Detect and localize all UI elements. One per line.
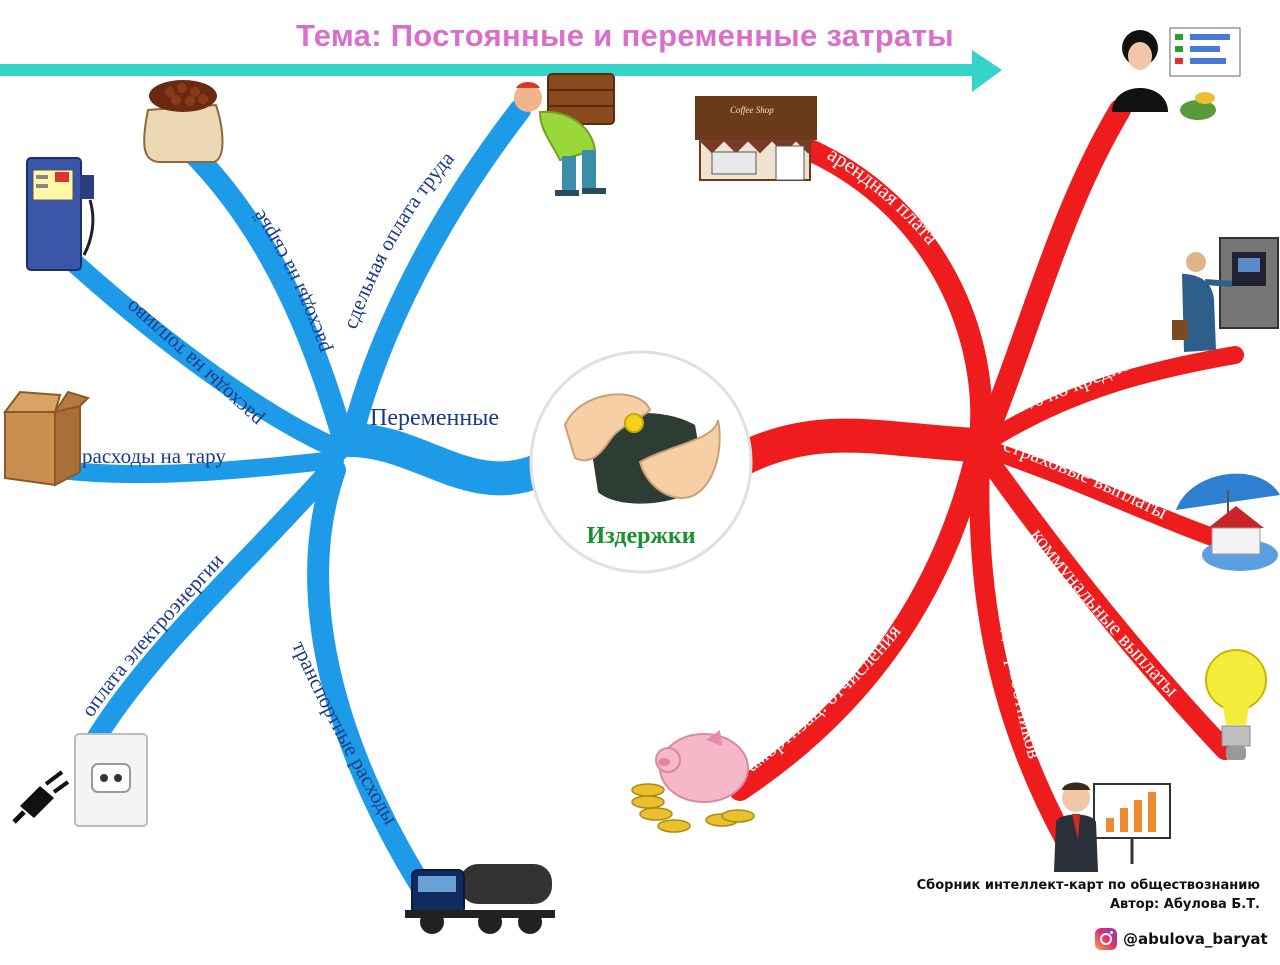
label-depreciation: амортизац. отчисления bbox=[740, 619, 905, 776]
variable-main-label: Переменные bbox=[370, 405, 499, 431]
instagram-text: @abulova_baryat bbox=[1123, 930, 1268, 948]
label-transport: транспортные расходы bbox=[287, 637, 403, 828]
coffee-shop-sign: Coffee Shop bbox=[730, 105, 774, 115]
atm-customer-icon bbox=[1172, 237, 1279, 352]
label-rent: арендная плата bbox=[823, 142, 944, 250]
piggy-bank-coins-icon bbox=[631, 730, 755, 833]
credits-author: Автор: Абулова Б.Т. bbox=[1109, 897, 1260, 912]
tanker-truck-icon bbox=[405, 864, 555, 934]
instagram-handle[interactable]: @abulova_baryat bbox=[1095, 928, 1268, 950]
credits-collection: Сборник интеллект-карт по обществознанию bbox=[916, 878, 1260, 893]
coffee-shop-icon: Coffee Shop bbox=[695, 96, 817, 181]
coffee-bean-sack-icon bbox=[143, 80, 224, 163]
page-title: Тема: Постоянные и переменные затраты bbox=[296, 18, 954, 53]
businessman-chart-icon bbox=[1054, 782, 1171, 872]
center-label: Издержки bbox=[586, 523, 695, 549]
label-packaging: расходы на тару bbox=[82, 444, 226, 468]
cardboard-box-icon bbox=[3, 390, 90, 487]
variable-branches bbox=[50, 99, 557, 911]
wallet-hands-icon bbox=[563, 393, 721, 504]
label-raw-materials: расходы на сырьё bbox=[246, 206, 335, 356]
top-arrow bbox=[0, 50, 1002, 92]
umbrella-house-icon bbox=[1176, 473, 1280, 571]
label-fuel: расходы на топливо bbox=[120, 296, 267, 433]
label-electricity: оплата электроэнергии bbox=[76, 549, 228, 721]
instagram-icon bbox=[1095, 928, 1117, 950]
power-socket-icon bbox=[12, 733, 148, 827]
fixed-main-label: Постоянные bbox=[770, 393, 896, 419]
center-node: Издержки bbox=[529, 350, 753, 574]
worker-carrying-box-icon bbox=[514, 73, 615, 196]
accountant-checklist-icon bbox=[1112, 27, 1241, 120]
light-bulb-icon bbox=[1205, 649, 1267, 760]
fuel-pump-icon bbox=[26, 157, 95, 271]
credits: Сборник интеллект-карт по обществознанию… bbox=[917, 876, 1260, 914]
fixed-branches bbox=[723, 99, 1244, 850]
label-utilities: коммунальные выплаты bbox=[1026, 523, 1184, 701]
